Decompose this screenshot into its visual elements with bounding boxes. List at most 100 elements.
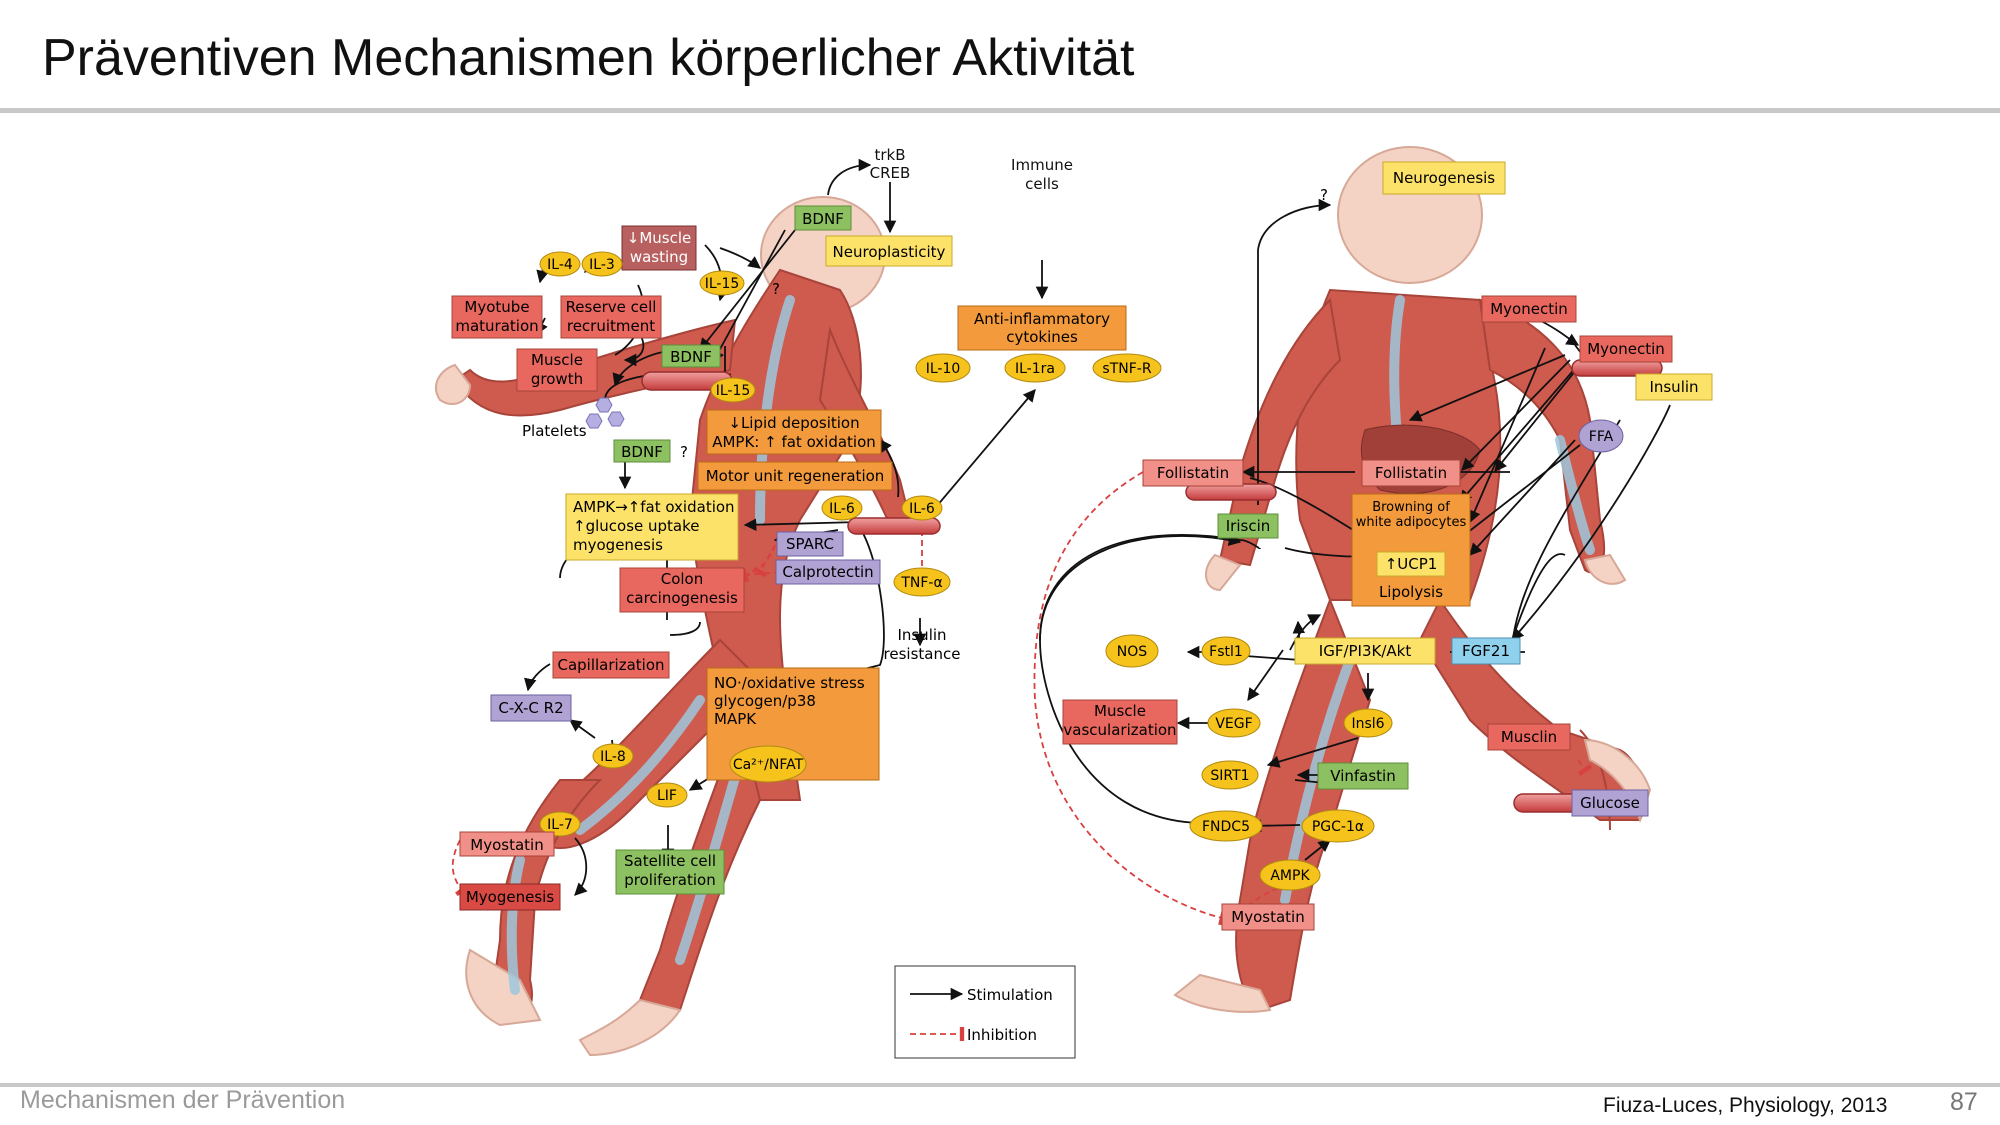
svg-text:IL-15: IL-15 bbox=[705, 276, 740, 292]
svg-text:FFA: FFA bbox=[1589, 429, 1614, 445]
trkb-creb-label: trkB CREB bbox=[870, 146, 911, 182]
svg-text:maturation: maturation bbox=[455, 317, 538, 335]
svg-text:carcinogenesis: carcinogenesis bbox=[626, 589, 738, 607]
svg-text:IL-6: IL-6 bbox=[909, 501, 935, 517]
insulin-resistance-label: Insulin resistance bbox=[884, 626, 961, 663]
il1ra-oval: IL-1ra bbox=[1004, 353, 1066, 383]
browning-box: Browning of white adipocytes ↑UCP1 Lipol… bbox=[1351, 493, 1471, 607]
il15-lower-oval: IL-15 bbox=[710, 377, 756, 403]
svg-text:Myogenesis: Myogenesis bbox=[466, 888, 554, 906]
svg-text:Insl6: Insl6 bbox=[1351, 716, 1384, 732]
svg-text:glycogen/p38: glycogen/p38 bbox=[714, 692, 816, 710]
muscle-growth-box: Muscle growth bbox=[516, 348, 598, 392]
svg-text:Myonectin: Myonectin bbox=[1490, 300, 1568, 318]
svg-text:SIRT1: SIRT1 bbox=[1210, 768, 1249, 784]
svg-text:recruitment: recruitment bbox=[567, 317, 655, 335]
svg-text:Browning of: Browning of bbox=[1372, 500, 1450, 515]
svg-text:Immune: Immune bbox=[1011, 156, 1073, 174]
svg-text:Anti-inflammatory: Anti-inflammatory bbox=[974, 310, 1110, 328]
svg-text:NOS: NOS bbox=[1117, 644, 1147, 660]
igf-box: IGF/PI3K/Akt bbox=[1294, 637, 1436, 665]
svg-text:Follistatin: Follistatin bbox=[1157, 464, 1229, 482]
ampk-right-oval: AMPK bbox=[1259, 859, 1321, 891]
svg-text:Motor unit regeneration: Motor unit regeneration bbox=[706, 467, 885, 485]
lif-oval: LIF bbox=[646, 782, 688, 808]
svg-text:IGF/PI3K/Akt: IGF/PI3K/Akt bbox=[1319, 642, 1412, 660]
svg-text:VEGF: VEGF bbox=[1215, 716, 1252, 732]
svg-text:IL-1ra: IL-1ra bbox=[1015, 361, 1055, 377]
svg-text:↓Muscle: ↓Muscle bbox=[627, 229, 691, 247]
svg-text:C-X-C R2: C-X-C R2 bbox=[498, 699, 563, 717]
svg-text:Insulin: Insulin bbox=[897, 626, 946, 644]
svg-text:AMPK: ↑ fat oxidation: AMPK: ↑ fat oxidation bbox=[712, 433, 876, 451]
left-inhibition bbox=[451, 530, 930, 897]
svg-text:Fstl1: Fstl1 bbox=[1209, 644, 1243, 660]
colon-carcinogenesis-box: Colon carcinogenesis bbox=[619, 567, 745, 613]
il7-oval: IL-7 bbox=[539, 811, 581, 837]
svg-text:Ca²⁺/NFAT: Ca²⁺/NFAT bbox=[733, 757, 804, 773]
myostatin-right-box: Myostatin bbox=[1221, 903, 1315, 931]
bdnf-top-box: BDNF bbox=[794, 205, 852, 231]
svg-text:BDNF: BDNF bbox=[670, 348, 712, 366]
svg-text:Neuroplasticity: Neuroplasticity bbox=[833, 243, 946, 261]
svg-text:proliferation: proliferation bbox=[624, 871, 715, 889]
il3-oval: IL-3 bbox=[581, 251, 623, 277]
lipid-deposition-box: ↓Lipid deposition AMPK: ↑ fat oxidation bbox=[706, 409, 882, 455]
fstl1-oval: Fstl1 bbox=[1201, 636, 1251, 666]
question-mark-left: ? bbox=[772, 280, 780, 298]
svg-text:Myotube: Myotube bbox=[464, 298, 529, 316]
sparc-box: SPARC bbox=[776, 531, 844, 557]
sirt1-oval: SIRT1 bbox=[1201, 760, 1259, 790]
svg-text:Muscle: Muscle bbox=[1094, 702, 1146, 720]
svg-text:resistance: resistance bbox=[884, 645, 961, 663]
bdnf-lower-box: BDNF bbox=[613, 439, 671, 463]
svg-text:trkB: trkB bbox=[874, 146, 905, 164]
svg-text:BDNF: BDNF bbox=[802, 210, 844, 228]
svg-text:CREB: CREB bbox=[870, 164, 911, 182]
myogenesis-box: Myogenesis bbox=[459, 883, 561, 911]
myonectin-lower-box: Myonectin bbox=[1579, 335, 1673, 363]
ffa-oval: FFA bbox=[1578, 419, 1624, 453]
follistatin-left-box: Follistatin bbox=[1142, 459, 1244, 487]
svg-text:IL-15: IL-15 bbox=[716, 383, 751, 399]
pgc1a-oval: PGC-1α bbox=[1301, 809, 1375, 843]
fndc5-oval: FNDC5 bbox=[1189, 810, 1263, 842]
svg-text:wasting: wasting bbox=[630, 248, 688, 266]
svg-text:LIF: LIF bbox=[657, 788, 677, 804]
muscle-wasting-box: ↓Muscle wasting bbox=[621, 225, 697, 271]
svg-text:Iriscin: Iriscin bbox=[1226, 517, 1271, 535]
svg-text:Calprotectin: Calprotectin bbox=[782, 563, 873, 581]
irisin-box: Iriscin bbox=[1217, 513, 1279, 539]
svg-text:IL-8: IL-8 bbox=[600, 749, 626, 765]
musclin-box: Musclin bbox=[1487, 723, 1571, 751]
insl6-oval: Insl6 bbox=[1343, 708, 1393, 738]
svg-text:IL-10: IL-10 bbox=[926, 361, 961, 377]
il4-oval: IL-4 bbox=[539, 251, 581, 277]
svg-text:PGC-1α: PGC-1α bbox=[1312, 819, 1364, 835]
svg-text:Follistatin: Follistatin bbox=[1375, 464, 1447, 482]
svg-text:Reserve cell: Reserve cell bbox=[566, 298, 657, 316]
svg-text:sTNF-R: sTNF-R bbox=[1102, 361, 1151, 377]
svg-text:↓Lipid deposition: ↓Lipid deposition bbox=[728, 414, 859, 432]
svg-text:FGF21: FGF21 bbox=[1462, 642, 1510, 660]
il15-upper-oval: IL-15 bbox=[699, 270, 745, 296]
svg-text:IL-7: IL-7 bbox=[547, 817, 573, 833]
footer-section-title: Mechanismen der Prävention bbox=[20, 1086, 346, 1114]
question-mark-mid: ? bbox=[680, 443, 688, 461]
svg-text:IL-4: IL-4 bbox=[547, 257, 573, 273]
calprotectin-box: Calprotectin bbox=[775, 559, 881, 585]
svg-text:Capillarization: Capillarization bbox=[557, 656, 664, 674]
myonectin-upper-box: Myonectin bbox=[1481, 295, 1577, 323]
svg-text:↑UCP1: ↑UCP1 bbox=[1385, 555, 1438, 573]
svg-text:NO·/oxidative stress: NO·/oxidative stress bbox=[714, 674, 865, 692]
il6-left-oval: IL-6 bbox=[821, 495, 863, 521]
slide-title: Präventiven Mechanismen körperlicher Akt… bbox=[42, 29, 1135, 87]
platelets-label: Platelets bbox=[522, 422, 587, 440]
svg-text:SPARC: SPARC bbox=[786, 535, 834, 553]
svg-text:IL-3: IL-3 bbox=[589, 257, 615, 273]
citation: Fiuza-Luces, Physiology, 2013 bbox=[1603, 1094, 1888, 1117]
ca-nfat-oval: Ca²⁺/NFAT bbox=[729, 745, 807, 783]
glucose-box: Glucose bbox=[1571, 789, 1649, 817]
nos-oval: NOS bbox=[1105, 634, 1159, 668]
reserve-cell-box: Reserve cell recruitment bbox=[560, 295, 662, 339]
